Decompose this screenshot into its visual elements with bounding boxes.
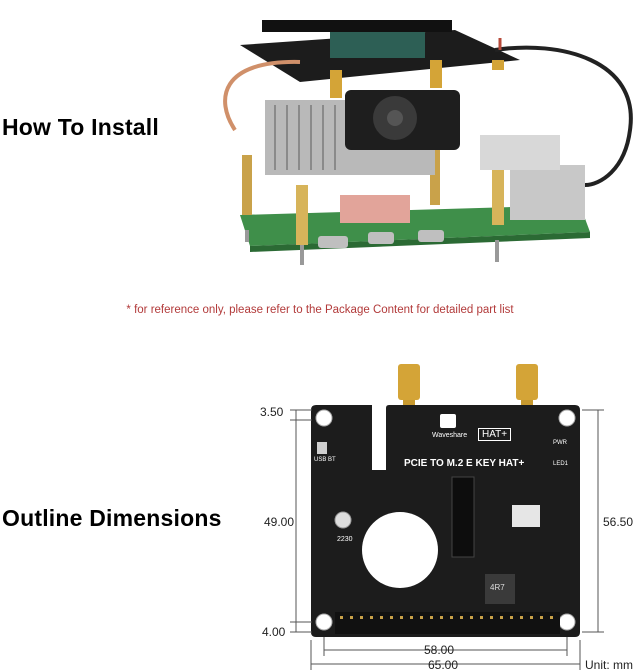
gpio-header — [262, 20, 452, 32]
dimension-lines — [290, 409, 604, 670]
board-title: PCIE TO M.2 E KEY HAT+ — [404, 458, 525, 469]
dim-left-height: 49.00 — [264, 515, 295, 529]
standoff — [492, 170, 504, 225]
dim-top-offset: 3.50 — [260, 405, 284, 419]
m2-card — [330, 30, 425, 58]
mount-hole — [558, 613, 576, 631]
m2-screw-hole — [334, 511, 352, 529]
fan-cutout — [362, 512, 438, 588]
standoff — [430, 150, 440, 205]
m2-slot — [451, 476, 475, 558]
reference-note: * for reference only, please refer to th… — [126, 304, 514, 316]
slot-label: 2230 — [337, 536, 353, 543]
hdmi-port — [418, 230, 444, 242]
mount-hole — [558, 409, 576, 427]
ethernet-port — [510, 165, 585, 220]
outline-heading: Outline Dimensions — [2, 505, 222, 531]
hat-badge: HAT+ — [478, 428, 512, 441]
antenna-connector — [330, 70, 342, 98]
gpio-header — [335, 612, 560, 634]
brand-label: Waveshare — [432, 432, 468, 439]
mount-hole — [315, 613, 333, 631]
dim-unit: Unit: mm — [585, 658, 633, 672]
chip — [340, 195, 410, 223]
dim-hole-spacing: 58.00 — [424, 643, 455, 657]
standoff — [296, 185, 308, 245]
ffc-connector — [512, 505, 540, 527]
usb-ports — [480, 135, 560, 170]
pwr-label: PWR — [553, 440, 567, 446]
ribbon-cable — [223, 59, 301, 132]
usb-bt-label: USB BT — [314, 457, 336, 463]
antenna-connector — [430, 60, 442, 88]
hdmi-port — [368, 232, 394, 244]
install-heading: How To Install — [2, 114, 159, 140]
dim-bottom-offset: 4.00 — [262, 625, 286, 639]
antenna-cable — [494, 45, 633, 187]
inductor — [485, 574, 515, 604]
usb-c-port — [318, 236, 348, 248]
led-label: LED1 — [553, 461, 569, 467]
inductor-label: 4R7 — [490, 583, 505, 592]
dim-total-width: 65.00 — [428, 658, 459, 672]
waveshare-logo-icon — [440, 414, 456, 428]
dim-right-height: 56.50 — [603, 515, 634, 529]
mount-hole — [315, 409, 333, 427]
usb-pad — [317, 442, 327, 454]
standoff — [242, 155, 252, 215]
